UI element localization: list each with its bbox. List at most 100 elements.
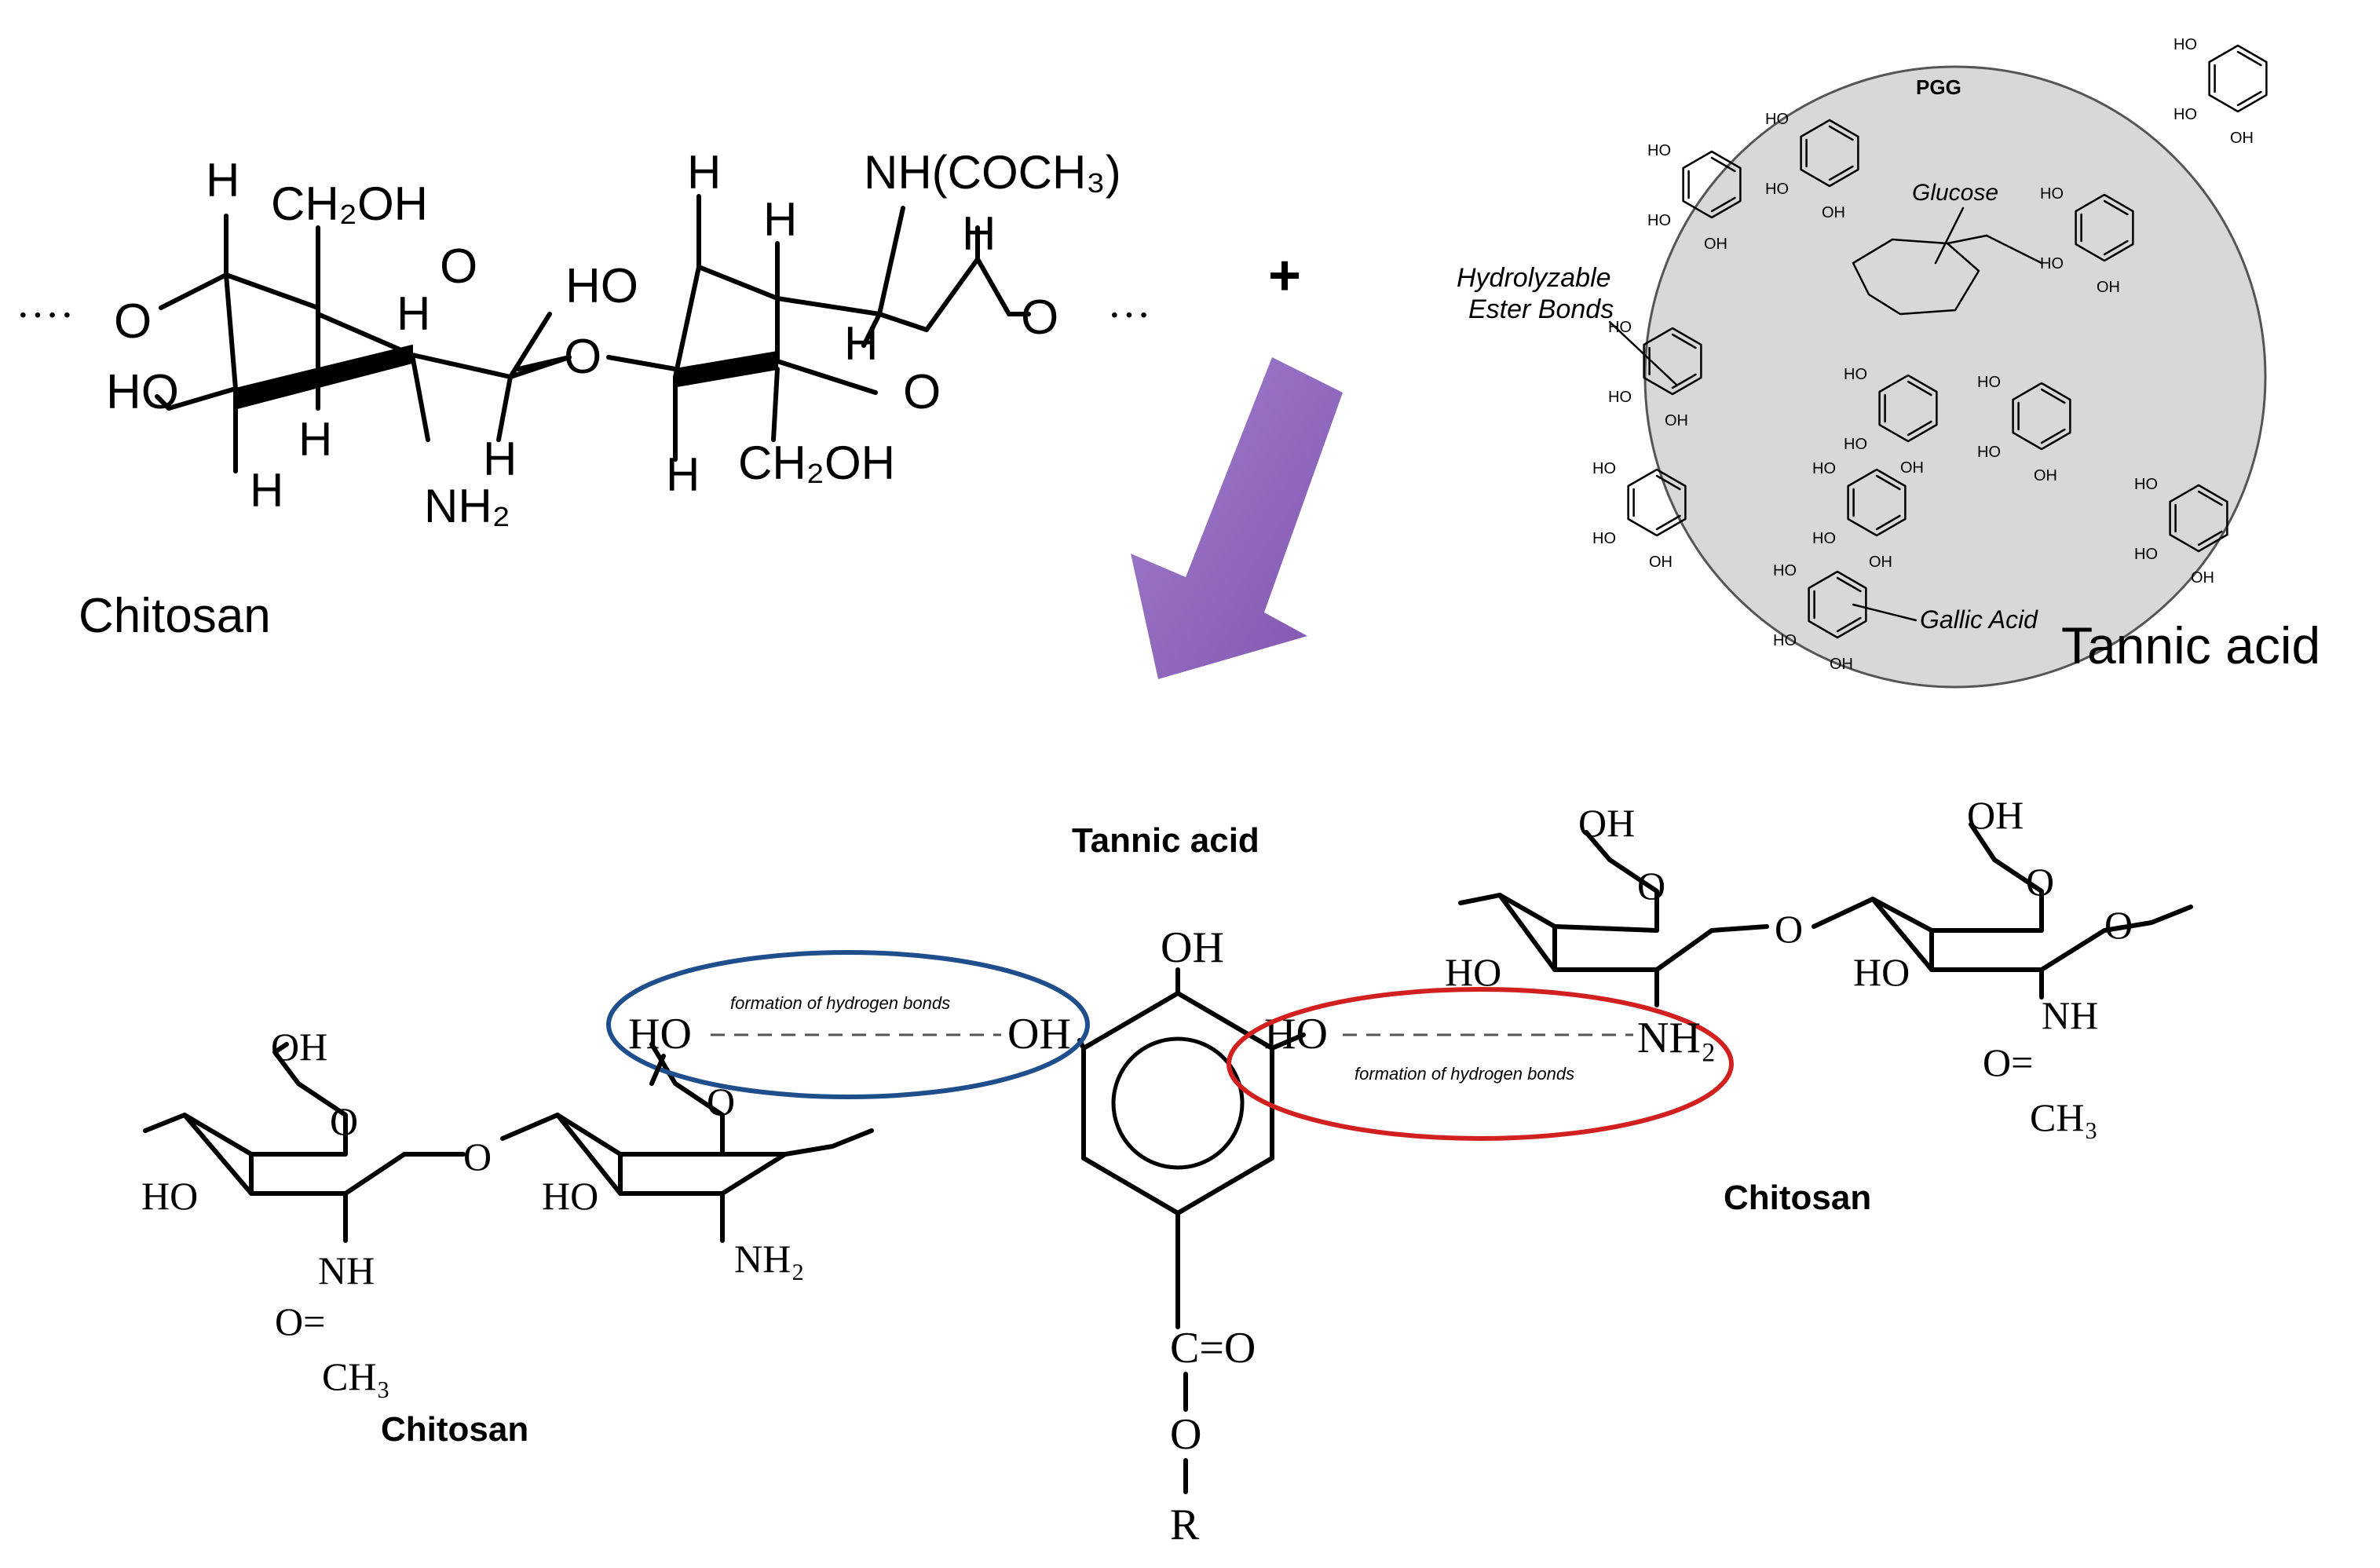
tannic-acid-pgg: PGG HO HO OH HO HO OH HO HO OH HO HO OH HO HO OH HO HO OH… bbox=[1457, 36, 2320, 689]
gallic-oh-label: HO bbox=[1844, 436, 1867, 453]
gallic-ring-double-bond bbox=[1836, 576, 1862, 593]
top-chitosan-label: Chitosan bbox=[79, 589, 271, 643]
gallic-oh-label: OH bbox=[1869, 554, 1892, 571]
gallic-rings: HO HO OH HO HO OH HO HO OH HO HO OH HO HO OH HO HO OH HO HO… bbox=[1592, 36, 2268, 673]
gallic-oh-label: HO bbox=[1977, 374, 2001, 391]
gallic-ring-double-bond bbox=[2197, 490, 2223, 506]
bottom-complex: Tannic acid OH OH HO C=O O R OH O HO NH … bbox=[141, 793, 2193, 1549]
lc-nh2-2: NH₂ bbox=[734, 1237, 805, 1281]
gallic-ring-double-bond bbox=[1655, 474, 1681, 491]
gallic-oh-label: OH bbox=[2191, 569, 2214, 587]
atom-h-mid2a: H bbox=[763, 193, 797, 246]
rc-o-bridge: O bbox=[1775, 907, 1803, 951]
gallic-ring-double-bond bbox=[1836, 616, 1862, 633]
rc-nh2-hbond: NH₂ bbox=[1637, 1014, 1716, 1062]
atom-h-ring2: H bbox=[844, 317, 878, 370]
hbond-label-left: formation of hydrogen bonds bbox=[730, 993, 950, 1013]
gallic-oh-label: OH bbox=[1830, 656, 1853, 673]
hbond-ellipse-left bbox=[606, 950, 1090, 1099]
gallic-oh-label: HO bbox=[2173, 106, 2197, 123]
atom-h-top2: H bbox=[687, 146, 721, 199]
ta-ho-right: HO bbox=[1264, 1010, 1328, 1058]
gallic-oh-label: HO bbox=[2134, 476, 2158, 493]
left-chain-dots: ···· bbox=[16, 291, 75, 340]
ester-bonds-label-1: Hydrolyzable bbox=[1457, 263, 1611, 293]
ta-oh-left: OH bbox=[1007, 1010, 1071, 1058]
gallic-ring-double-bond bbox=[1828, 165, 1854, 181]
atom-ho-ring2: HO bbox=[565, 259, 638, 313]
atom-h-right1: H bbox=[483, 433, 517, 485]
lc-ho-hbond: HO bbox=[628, 1010, 692, 1058]
gallic-oh-label: OH bbox=[1900, 459, 1924, 477]
gallic-oh-label: OH bbox=[1649, 554, 1673, 571]
pgg-label: PGG bbox=[1916, 75, 1961, 99]
gallic-oh-label: OH bbox=[2034, 467, 2057, 484]
atom-ch2oh-top: CH₂OH bbox=[271, 177, 428, 230]
hbond-ellipse-right bbox=[1227, 987, 1734, 1141]
top-chitosan-structure: ···· O H CH₂OH O H HO H H NH₂ H O bbox=[16, 146, 1151, 643]
lc-ch3-1: CH₃ bbox=[322, 1354, 390, 1398]
gallic-ring bbox=[1800, 119, 1859, 188]
gallic-oh-label: OH bbox=[1665, 412, 1688, 429]
reaction-arrow bbox=[1131, 357, 1343, 679]
atom-o-ring1: O bbox=[440, 239, 477, 294]
gallic-oh-label: HO bbox=[1773, 632, 1797, 649]
gallic-ring-double-bond bbox=[1671, 333, 1697, 349]
gallic-ring bbox=[1878, 374, 1938, 443]
gallic-oh-label: HO bbox=[2040, 255, 2064, 272]
atom-o-bridge: O bbox=[564, 330, 601, 384]
gallic-acid-label: Gallic Acid bbox=[1920, 605, 2038, 634]
pgg-circle bbox=[1643, 65, 2267, 689]
ta-o-ester: O bbox=[1170, 1410, 1201, 1459]
atom-h-lower1: H bbox=[298, 413, 332, 466]
gallic-ring bbox=[1847, 468, 1907, 537]
atom-nhcoch3: NH(COCH₃) bbox=[864, 146, 1121, 199]
gallic-oh-label: HO bbox=[1812, 460, 1836, 477]
gallic-ring bbox=[1627, 468, 1687, 537]
gallic-ring-double-bond bbox=[2236, 50, 2262, 67]
gallic-ring-double-bond bbox=[2040, 428, 2066, 444]
gallic-ring-double-bond bbox=[1875, 474, 1901, 491]
gallic-oh-label: HO bbox=[1608, 319, 1632, 336]
gallic-ring-double-bond bbox=[1710, 156, 1736, 173]
wedge-bond-2 bbox=[675, 351, 778, 387]
gallic-oh-label: OH bbox=[1822, 204, 1845, 221]
rc-ho-1: HO bbox=[1445, 950, 1501, 994]
atom-h-top2b: H bbox=[962, 207, 996, 260]
gallic-oh-label: HO bbox=[1977, 444, 2001, 461]
atom-ch2oh-bottom: CH₂OH bbox=[738, 437, 895, 489]
lc-nh-1: NH bbox=[318, 1248, 375, 1292]
tannic-top-label: Tannic acid bbox=[2061, 616, 2320, 674]
gallic-oh-label: HO bbox=[1647, 142, 1671, 159]
gallic-ring bbox=[1808, 570, 1867, 639]
gallic-oh-label: OH bbox=[2097, 279, 2120, 296]
gallic-ring-double-bond bbox=[2197, 530, 2223, 546]
gallic-oh-label: HO bbox=[1608, 389, 1632, 406]
atom-o-ring2: O bbox=[903, 365, 941, 419]
ta-r: R bbox=[1170, 1500, 1200, 1549]
gallic-oh-label: HO bbox=[1765, 111, 1789, 128]
bottom-chitosan-left-label: Chitosan bbox=[381, 1410, 528, 1449]
glucose-label: Glucose bbox=[1912, 180, 1998, 206]
gallic-ring-double-bond bbox=[1655, 514, 1681, 531]
gallic-ring-double-bond bbox=[1828, 125, 1854, 141]
rc-oh-1: OH bbox=[1578, 801, 1635, 845]
gallic-ring-double-bond bbox=[2236, 90, 2262, 107]
rc-oh-2: OH bbox=[1967, 793, 2024, 837]
gallic-oh-label: OH bbox=[1704, 236, 1727, 253]
atom-h-bottom1: H bbox=[250, 464, 283, 517]
gallic-oh-label: OH bbox=[2230, 130, 2254, 147]
rc-oeq-2: O= bbox=[1983, 1040, 2033, 1084]
gallic-oh-label: HO bbox=[1592, 460, 1616, 477]
gallic-ring bbox=[2169, 484, 2228, 553]
ta-oh-top: OH bbox=[1161, 923, 1224, 972]
gallic-ring bbox=[1643, 327, 1702, 396]
lc-oh-1: OH bbox=[271, 1025, 327, 1069]
bottom-tannic-label: Tannic acid bbox=[1072, 821, 1259, 860]
gallic-ring bbox=[2075, 193, 2134, 262]
rc-ch3-2: CH₃ bbox=[2030, 1095, 2098, 1139]
gallic-oh-label: HO bbox=[1592, 530, 1616, 547]
rc-o-ring-1: O bbox=[1637, 864, 1665, 908]
gallic-oh-label: HO bbox=[2040, 185, 2064, 203]
